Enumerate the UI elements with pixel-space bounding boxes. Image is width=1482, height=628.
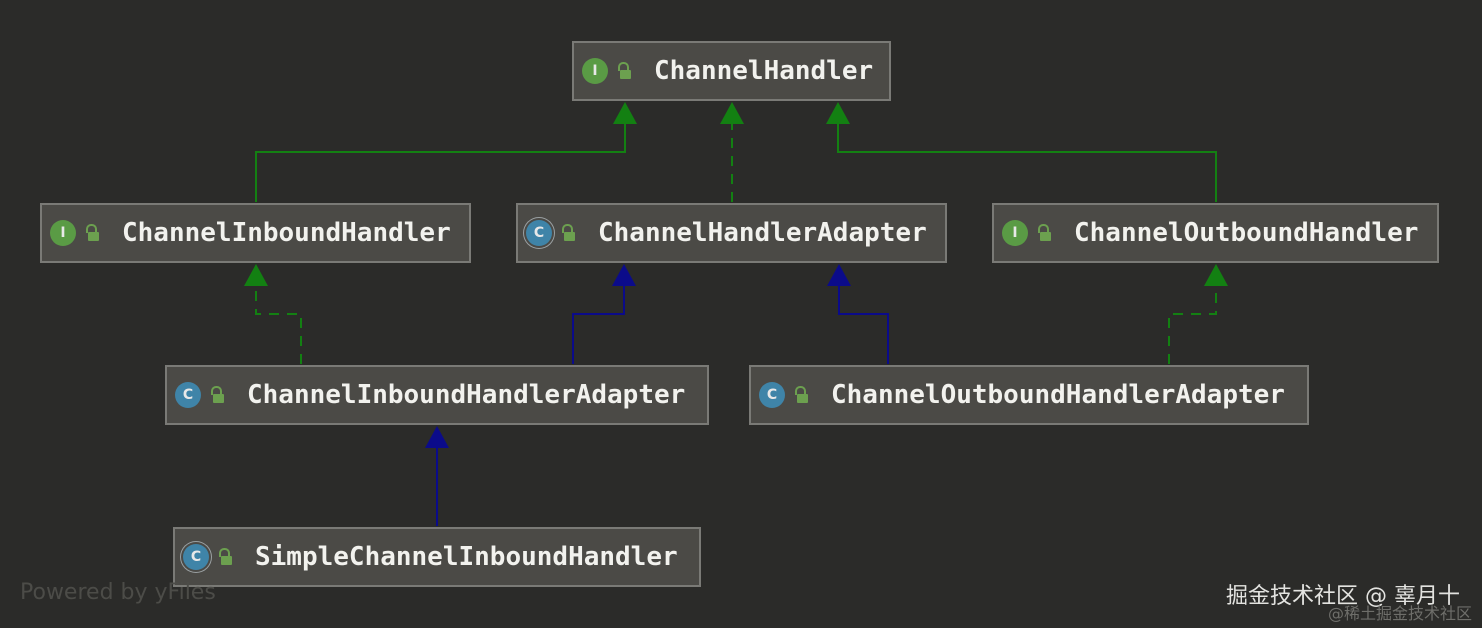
node-label: ChannelOutboundHandler (1074, 218, 1419, 248)
arrowhead-inbound-adapter-to-inbound (244, 264, 268, 286)
watermark: 掘金技术社区 @ 辜月十 (1226, 584, 1460, 609)
edge-outbound-adapter-to-adapter (838, 286, 889, 364)
arrowhead-inbound-adapter-to-adapter (612, 264, 636, 286)
node-channel-handler-adapter[interactable]: C ChannelHandlerAdapter (516, 203, 947, 263)
class-icon: C (175, 382, 201, 408)
public-lock-icon (616, 62, 632, 80)
interface-icon: I (50, 220, 76, 246)
class-icon: C (759, 382, 785, 408)
node-label: SimpleChannelInboundHandler (255, 542, 678, 572)
interface-icon: I (1002, 220, 1028, 246)
node-label: ChannelInboundHandler (122, 218, 451, 248)
arrowhead-outbound-adapter-to-adapter (827, 264, 851, 286)
node-channel-outbound-handler[interactable]: I ChannelOutboundHandler (992, 203, 1439, 263)
public-lock-icon (209, 386, 225, 404)
public-lock-icon (1036, 224, 1052, 242)
abstract-class-icon: C (183, 544, 209, 570)
node-simple-channel-inbound-handler[interactable]: C SimpleChannelInboundHandler (173, 527, 701, 587)
public-lock-icon (793, 386, 809, 404)
edge-outbound-to-handler (837, 124, 1217, 202)
arrowhead-adapter-to-handler (720, 102, 744, 124)
node-label: ChannelInboundHandlerAdapter (247, 380, 686, 410)
node-label: ChannelOutboundHandlerAdapter (831, 380, 1285, 410)
edge-inbound-to-handler (255, 124, 626, 202)
watermark-sub: @稀土掘金技术社区 (1327, 604, 1472, 623)
node-channel-outbound-handler-adapter[interactable]: C ChannelOutboundHandlerAdapter (749, 365, 1309, 425)
node-label: ChannelHandler (654, 56, 874, 86)
node-label: ChannelHandlerAdapter (598, 218, 927, 248)
node-channel-handler[interactable]: I ChannelHandler (572, 41, 891, 101)
arrowhead-simple-to-inbound-adapter (425, 426, 449, 448)
public-lock-icon (217, 548, 233, 566)
edge-inbound-adapter-to-adapter (572, 286, 625, 364)
edge-outbound-adapter-to-outbound (1168, 286, 1217, 364)
arrowhead-inbound-to-handler (613, 102, 637, 124)
public-lock-icon (560, 224, 576, 242)
arrowhead-outbound-adapter-to-outbound (1204, 264, 1228, 286)
abstract-class-icon: C (526, 220, 552, 246)
edge-inbound-adapter-to-inbound (255, 286, 302, 364)
node-channel-inbound-handler[interactable]: I ChannelInboundHandler (40, 203, 471, 263)
arrowhead-outbound-to-handler (826, 102, 850, 124)
interface-icon: I (582, 58, 608, 84)
public-lock-icon (84, 224, 100, 242)
powered-by-label: Powered by yFiles (20, 580, 216, 605)
node-channel-inbound-handler-adapter[interactable]: C ChannelInboundHandlerAdapter (165, 365, 709, 425)
